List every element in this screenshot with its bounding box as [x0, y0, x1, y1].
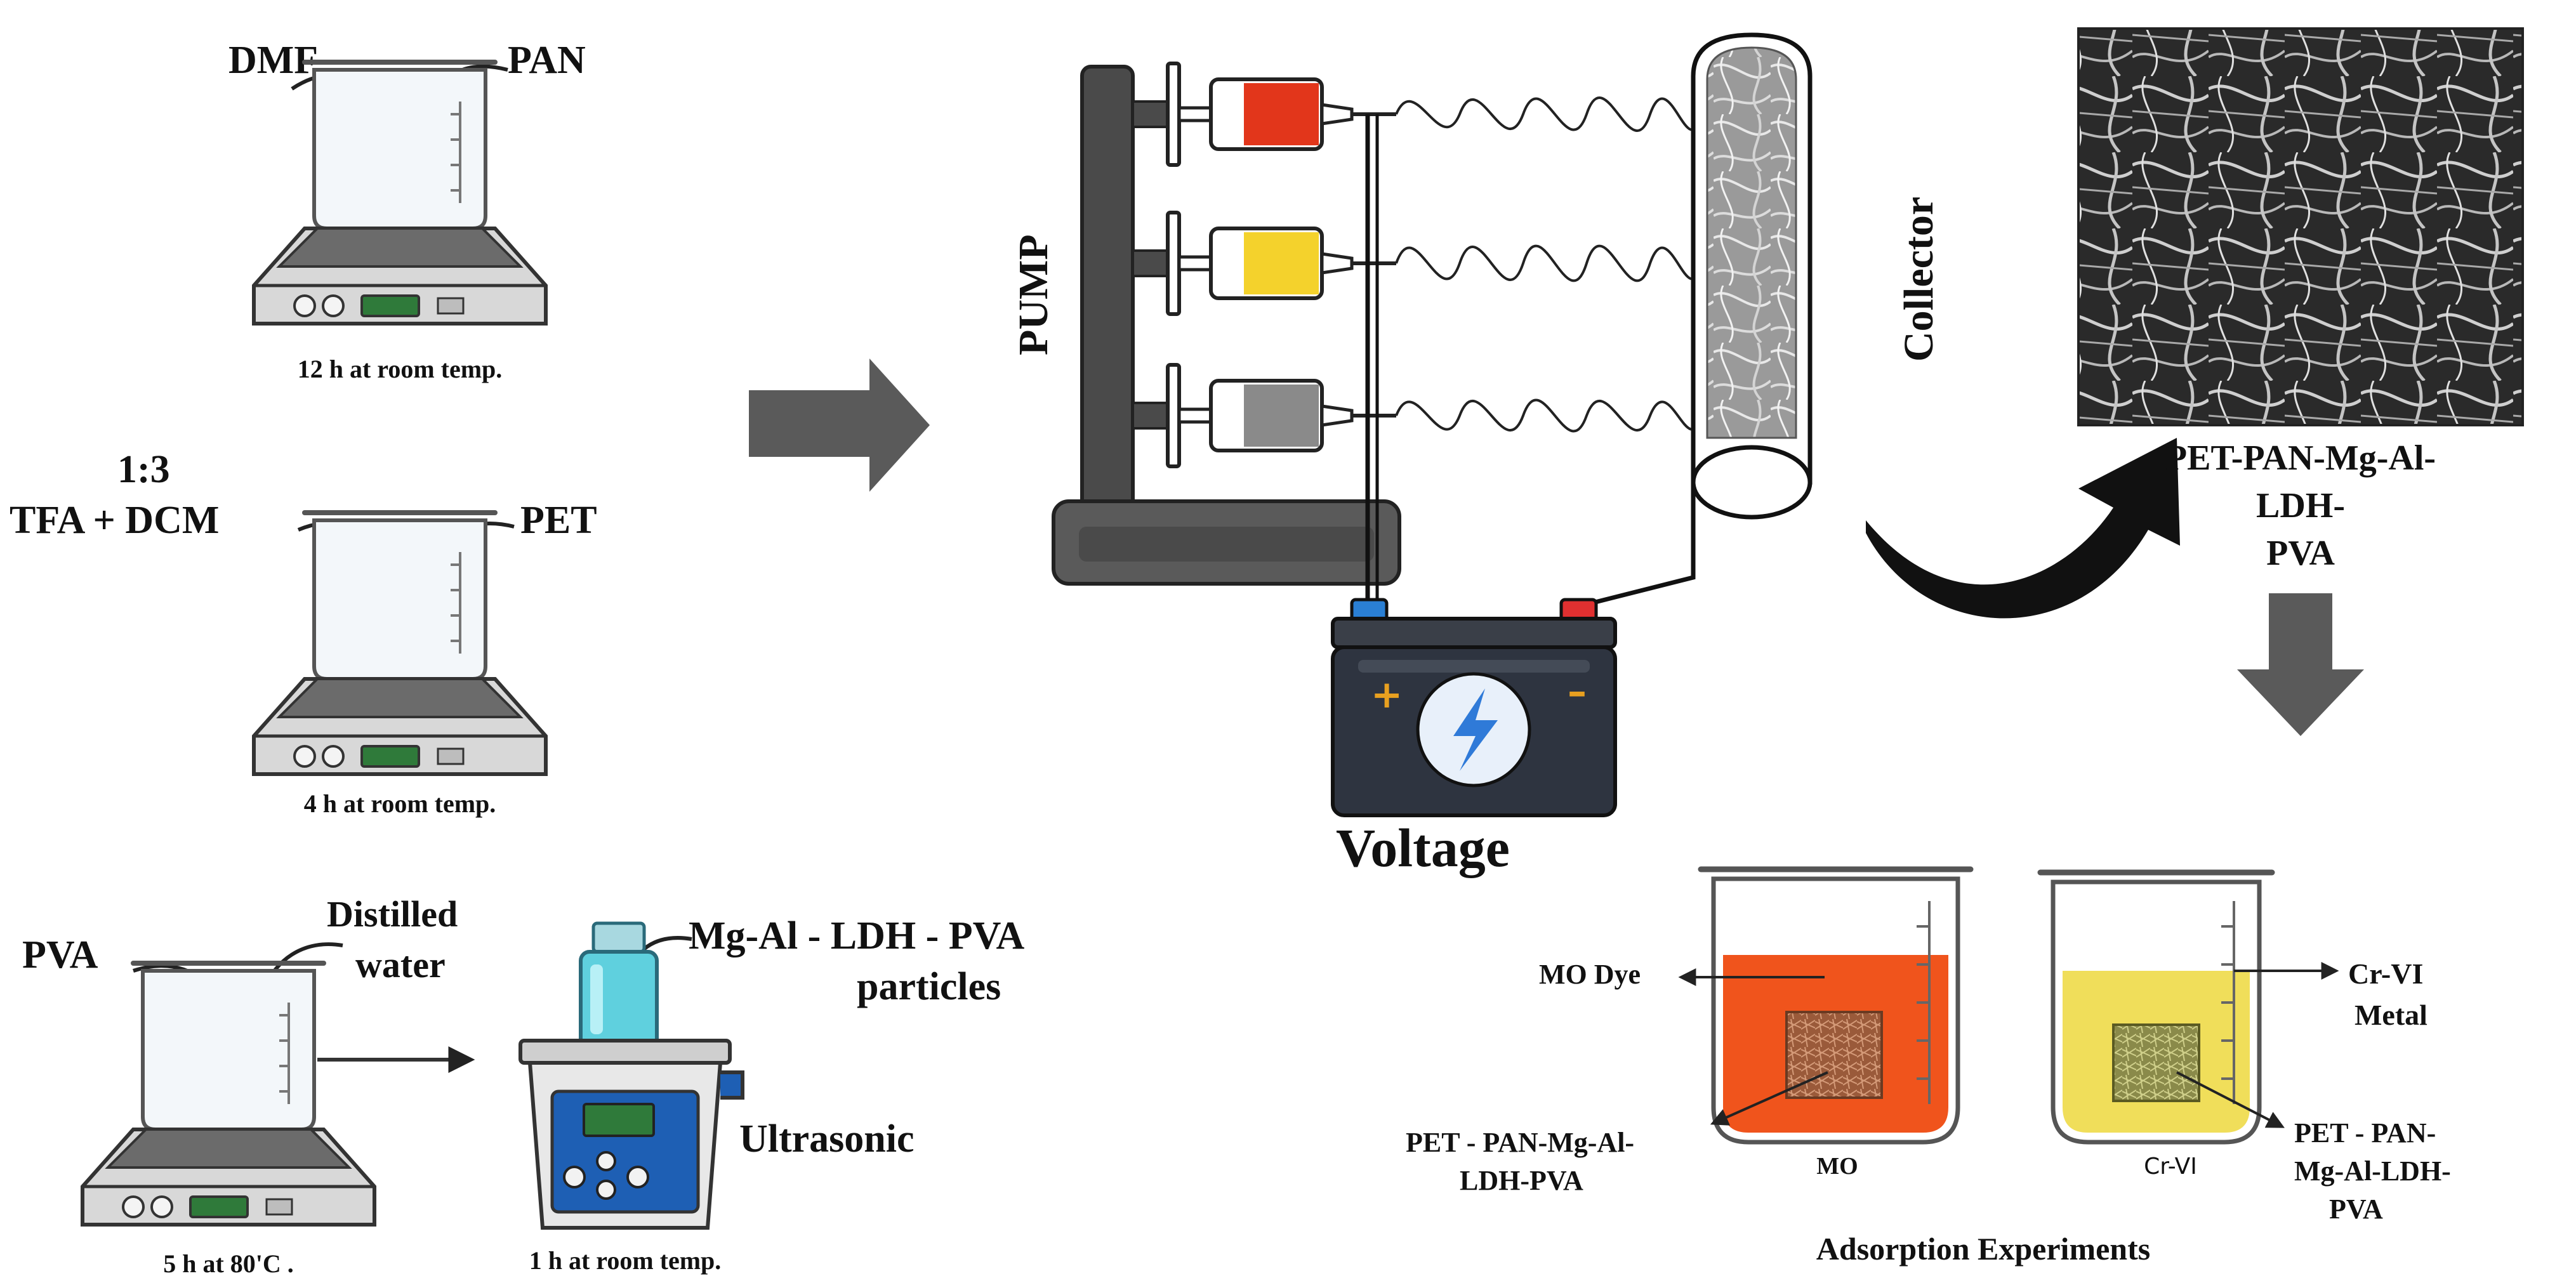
- syringe-3-fluid: [1244, 385, 1319, 447]
- vial-icon: [579, 921, 659, 1055]
- pet-solution-setup: 1:3 TFA + DCM PET 4 h at room temp.: [10, 448, 597, 818]
- process-arrow-down: [2237, 593, 2364, 736]
- ground-wire: [1567, 444, 1696, 612]
- syringe-3: [1166, 363, 1396, 468]
- collector-to-product-arrow: [1866, 438, 2180, 619]
- battery-plus-sign: +: [1371, 673, 1403, 717]
- mo-membrane-label-line2: LDH-PVA: [1460, 1165, 1583, 1196]
- mo-adsorption-beaker: [1698, 866, 1974, 1145]
- pva-condition: 5 h at 80'C .: [163, 1249, 294, 1278]
- pet-beaker: [305, 513, 495, 679]
- mo-beaker-label: MO: [1816, 1153, 1858, 1180]
- water-label: water: [355, 944, 446, 985]
- collector-label: Collector: [1896, 197, 1942, 362]
- hotplate-icon: [254, 679, 546, 774]
- process-arrow-right: [749, 359, 930, 492]
- cr-beaker-label: Cr-VI: [2144, 1154, 2197, 1180]
- product-label-line1: PET-PAN-Mg-Al-: [2165, 438, 2436, 478]
- particles-label-line2: particles: [857, 965, 1001, 1008]
- battery-icon: [1331, 598, 1617, 817]
- cr-membrane-label-line3: PVA: [2329, 1194, 2383, 1225]
- syringe-2-fluid: [1244, 232, 1319, 294]
- particles-label-line1: Mg-Al - LDH - PVA: [689, 914, 1024, 957]
- pva-label: PVA: [22, 933, 98, 977]
- pan-solution-setup: DMF PAN 12 h at room temp.: [228, 39, 586, 383]
- cr-vi-label-line1: Cr-VI: [2348, 957, 2423, 990]
- product-label-line3: PVA: [2266, 534, 2335, 573]
- mo-membrane-pointer: [1710, 1071, 1828, 1126]
- hotplate-icon: [83, 1129, 374, 1225]
- pan-label: PAN: [508, 39, 586, 82]
- pump-label: PUMP: [1010, 234, 1057, 355]
- mo-dye-label: MO Dye: [1539, 959, 1641, 990]
- pet-condition: 4 h at room temp.: [304, 789, 496, 818]
- ultrasonic-bath-icon: [519, 1039, 744, 1230]
- cr-membrane-pointer: [2176, 1071, 2285, 1128]
- ultrasonic-condition: 1 h at room temp.: [529, 1246, 722, 1275]
- cr-membrane-label-line1: PET - PAN-: [2294, 1117, 2436, 1148]
- syringe-1: [1166, 62, 1396, 167]
- cr-adsorption-beaker: [2037, 869, 2275, 1145]
- product-label-line2: LDH-: [2256, 486, 2345, 525]
- pva-solution-setup: PVA Distilled water 5 h at 80'C .: [22, 893, 458, 1278]
- ratio-label: 1:3: [117, 448, 170, 491]
- syringe-1-fluid: [1244, 83, 1319, 145]
- ultrasonic-setup: Mg-Al - LDH - PVA particles Ultrasonic 1…: [519, 914, 1024, 1275]
- pan-beaker: [305, 62, 495, 228]
- collector-drum: [1691, 32, 1813, 520]
- cr-membrane-label-line2: Mg-Al-LDH-: [2294, 1155, 2451, 1187]
- pan-condition: 12 h at room temp.: [298, 355, 503, 383]
- cr-membrane: [2112, 1023, 2200, 1102]
- fiber-jets: [1395, 96, 1702, 433]
- sem-fiber-image: [2077, 27, 2524, 426]
- adsorption-title: Adsorption Experiments: [1816, 1231, 2150, 1267]
- mo-membrane-label-line1: PET - PAN-Mg-Al-: [1406, 1127, 1634, 1158]
- lightning-bolt-icon: [1453, 688, 1498, 771]
- pump-stand: [1052, 65, 1401, 586]
- distilled-label: Distilled: [327, 893, 458, 935]
- voltage-label: Voltage: [1336, 817, 1510, 878]
- cr-vi-label-line2: Metal: [2355, 999, 2427, 1031]
- ultrasonic-label: Ultrasonic: [739, 1117, 915, 1161]
- syringe-2: [1166, 211, 1396, 316]
- tfa-dcm-label: TFA + DCM: [10, 499, 219, 542]
- hotplate-icon: [254, 228, 546, 324]
- battery-minus-sign: –: [1568, 669, 1587, 714]
- pet-label: PET: [520, 499, 597, 542]
- pva-beaker: [133, 963, 324, 1129]
